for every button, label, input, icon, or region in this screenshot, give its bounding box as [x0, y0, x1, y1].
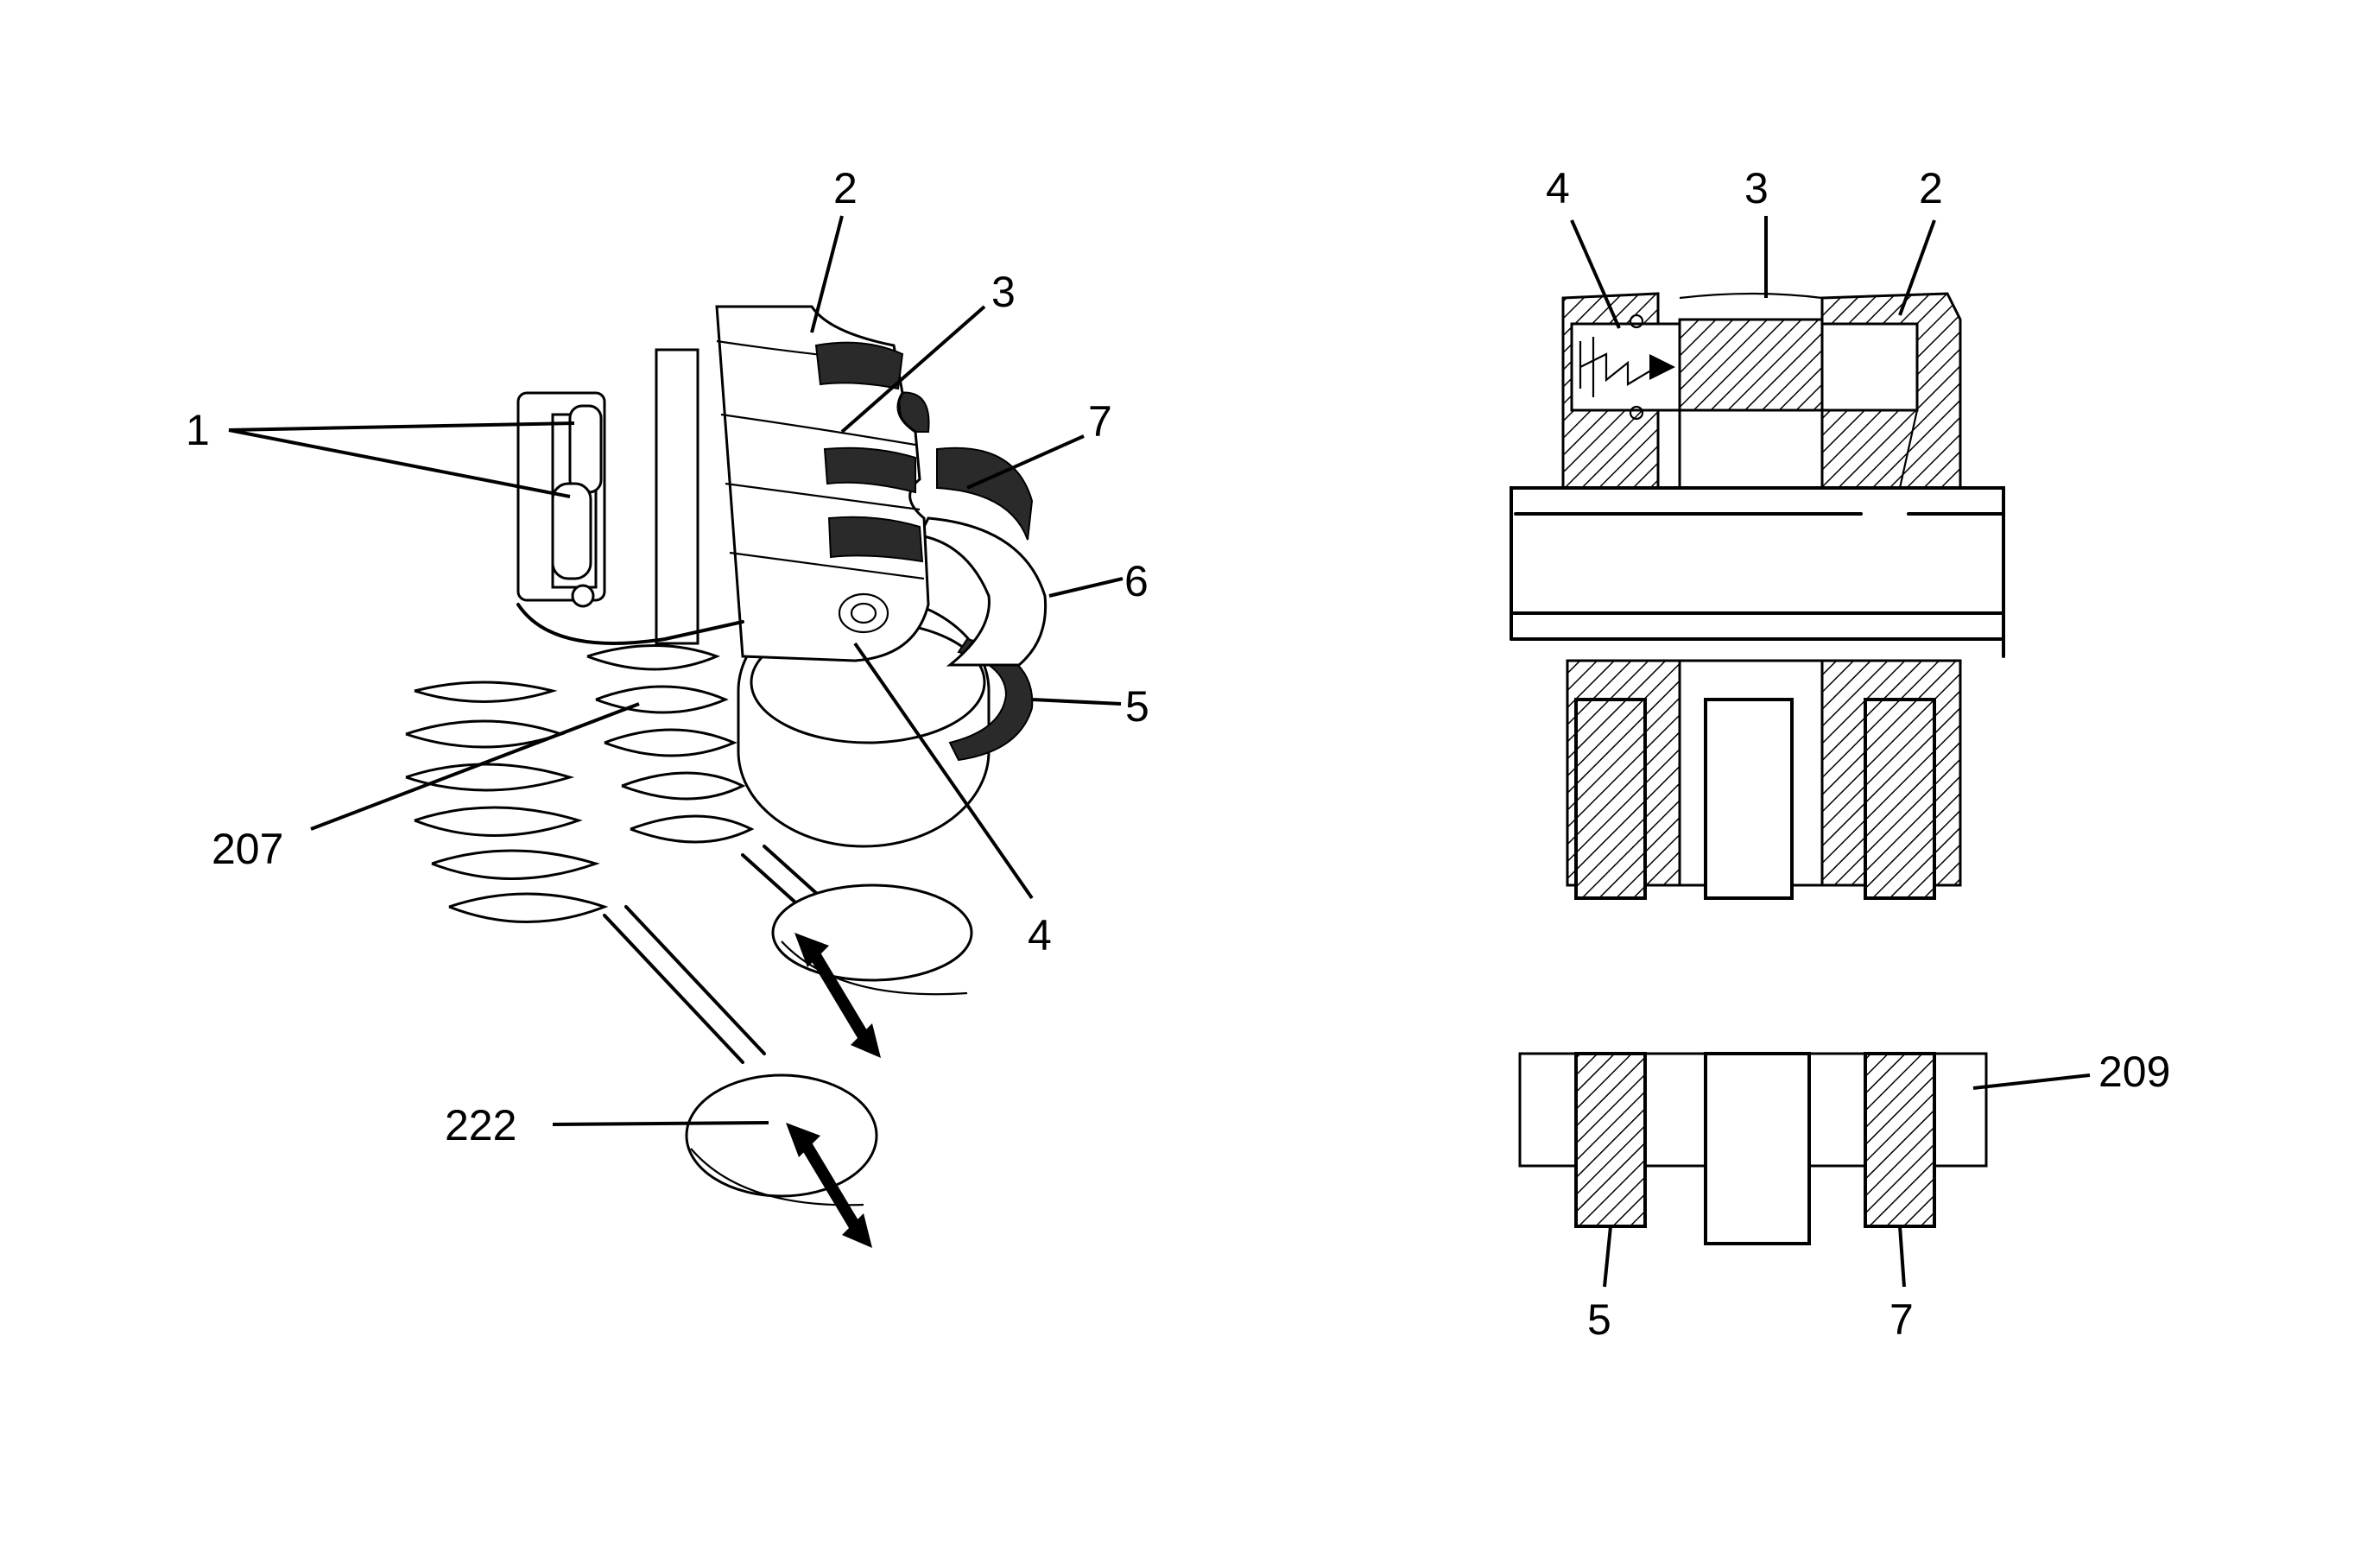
- cam-lobe-5-bottom: [1574, 1052, 1647, 1228]
- cam-lobe-5-section: [1574, 698, 1647, 900]
- callout-209: 209: [2098, 1048, 2170, 1096]
- cam-lobe-7-bottom: [1864, 1052, 1936, 1228]
- valve-motion-arrow-lower: [786, 1123, 872, 1248]
- valve-spring-rear: [586, 644, 755, 844]
- locking-pins: [551, 404, 603, 608]
- bore-2: [1820, 322, 1919, 412]
- callout-2: 2: [833, 164, 858, 212]
- callout-top-2: 2: [1919, 164, 1943, 212]
- callout-5: 5: [1125, 682, 1149, 731]
- valve-spring-front: [405, 681, 609, 923]
- cam-lobe-6-bottom: [1704, 1052, 1811, 1245]
- callout-7: 7: [1088, 397, 1112, 446]
- cam-lobe-6: [917, 516, 1048, 667]
- callout-1: 1: [186, 406, 210, 454]
- callout-bottom-5: 5: [1587, 1295, 1611, 1344]
- cam-section-view: 209 5 7: [1518, 1048, 2170, 1344]
- cam-lobe-5: [948, 637, 1034, 762]
- rocker-section-view: 4 3 2: [1510, 164, 2005, 900]
- locking-pin-3-section: [1678, 318, 1824, 412]
- rocker-arm-assembly: [715, 305, 930, 662]
- callout-top-4: 4: [1546, 164, 1570, 212]
- valvetrain-isometric-view: 1 2 3 7 6 5 4 207 222: [186, 164, 1149, 1248]
- left-leader-lines: [228, 215, 1124, 1126]
- intake-valve-rear: [741, 845, 973, 996]
- callout-6: 6: [1124, 557, 1149, 605]
- callout-3: 3: [991, 268, 1016, 316]
- cam-lobe-6-section: [1704, 698, 1794, 900]
- callout-207: 207: [212, 825, 283, 873]
- cam-lobe-7-section: [1864, 698, 1936, 900]
- callout-top-3: 3: [1744, 164, 1769, 212]
- callout-bottom-7: 7: [1889, 1295, 1914, 1344]
- callout-222: 222: [445, 1101, 516, 1149]
- callout-4: 4: [1028, 911, 1052, 959]
- rocker-shaft-section: [1510, 486, 2005, 615]
- valve-motion-arrow-upper: [794, 933, 881, 1058]
